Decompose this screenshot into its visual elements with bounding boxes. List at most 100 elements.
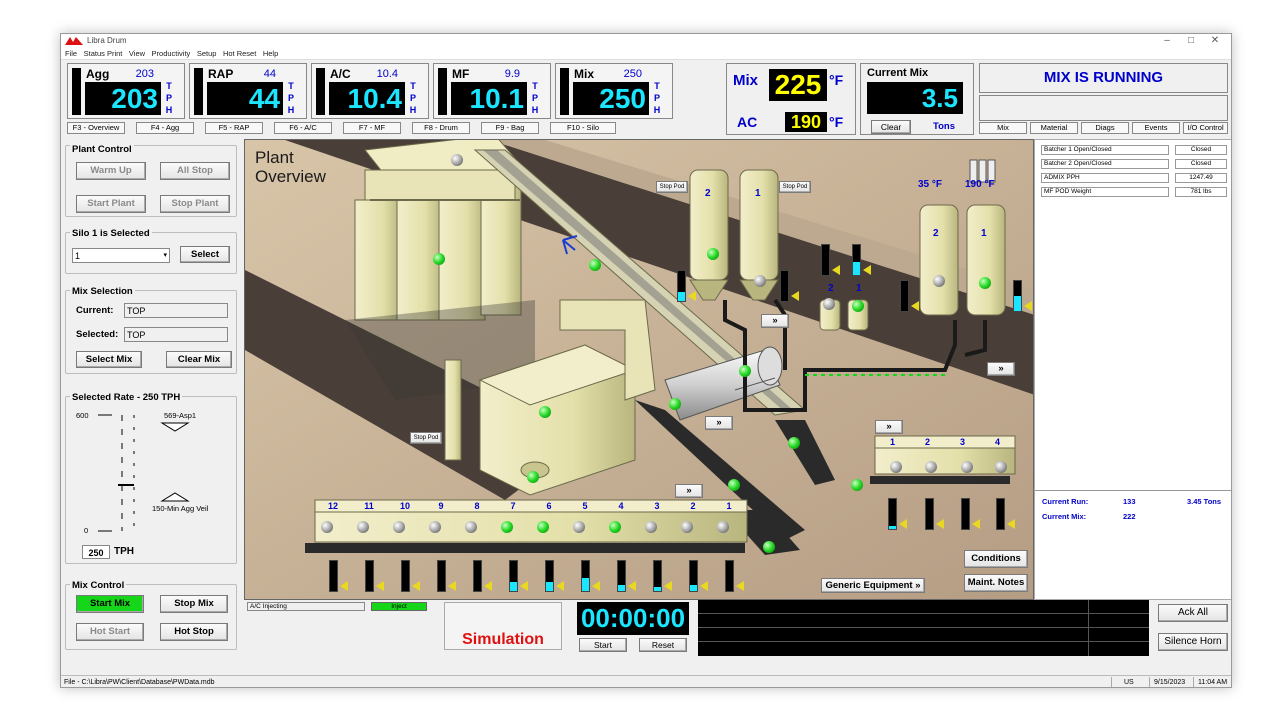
silence-horn-button[interactable]: Silence Horn bbox=[1158, 633, 1228, 651]
stop-pod-button[interactable]: Stop Pod bbox=[656, 181, 688, 193]
stop-mix-button[interactable]: Stop Mix bbox=[160, 595, 228, 613]
locale-indicator: US bbox=[1111, 677, 1149, 687]
bin-label: 9 bbox=[438, 501, 444, 511]
arrow-button[interactable]: » bbox=[987, 362, 1015, 376]
all-stop-button[interactable]: All Stop bbox=[160, 162, 230, 180]
arrow-button[interactable]: » bbox=[761, 314, 789, 328]
scene-title-line2: Overview bbox=[255, 167, 326, 186]
process-data-panel: Batcher 1 Open/Closed Closed Batcher 2 O… bbox=[1034, 139, 1231, 600]
level-meter bbox=[852, 244, 871, 276]
arrow-button[interactable]: » bbox=[875, 420, 903, 434]
bin-label: 10 bbox=[399, 501, 410, 511]
menu-hot-reset[interactable]: Hot Reset bbox=[222, 49, 257, 58]
level-meter bbox=[653, 560, 672, 592]
ack-all-button[interactable]: Ack All bbox=[1158, 604, 1228, 622]
maint-notes-button[interactable]: Maint. Notes bbox=[964, 574, 1028, 592]
fkey-ac[interactable]: F6 - A/C bbox=[274, 122, 332, 134]
warm-up-button[interactable]: Warm Up bbox=[76, 162, 146, 180]
level-meter bbox=[1013, 280, 1032, 312]
hot-stop-button[interactable]: Hot Stop bbox=[160, 623, 228, 641]
level-pointer-icon bbox=[520, 581, 528, 591]
level-fill bbox=[582, 577, 589, 591]
gauge-label: Agg bbox=[86, 67, 110, 81]
running-indicator-icon bbox=[609, 521, 621, 533]
arrow-button[interactable]: » bbox=[705, 416, 733, 430]
drum-mixer bbox=[664, 346, 783, 421]
timer-reset-button[interactable]: Reset bbox=[639, 638, 687, 652]
timer-start-button[interactable]: Start bbox=[579, 638, 627, 652]
conditions-button[interactable]: Conditions bbox=[964, 550, 1028, 568]
menu-file[interactable]: File bbox=[65, 49, 78, 58]
mix-control-group: Mix Control Start Mix Stop Mix Hot Start… bbox=[65, 580, 237, 650]
silo-select-button[interactable]: Select bbox=[180, 246, 230, 263]
gauge-bar bbox=[316, 68, 325, 115]
rate-marker-agg-veil: 150-Min Agg Veil bbox=[152, 504, 209, 513]
level-meter bbox=[437, 560, 456, 592]
gauge-value: 44 bbox=[207, 82, 283, 115]
close-icon[interactable]: ✕ bbox=[1210, 35, 1220, 46]
running-indicator-icon bbox=[728, 479, 740, 491]
level-meter bbox=[545, 560, 564, 592]
tab-material[interactable]: Material bbox=[1030, 122, 1078, 134]
menu-productivity[interactable]: Productivity bbox=[151, 49, 191, 58]
rate-slider[interactable] bbox=[92, 407, 242, 537]
fkey-silo[interactable]: F10 - Silo bbox=[550, 122, 616, 134]
stop-pod-button[interactable]: Stop Pod bbox=[410, 432, 442, 444]
maximize-icon[interactable]: □ bbox=[1187, 35, 1195, 46]
tab-diags[interactable]: Diags bbox=[1081, 122, 1129, 134]
menu-setup[interactable]: Setup bbox=[196, 49, 217, 58]
data-row-value: Closed bbox=[1175, 159, 1227, 169]
level-fill bbox=[654, 586, 661, 591]
silo-dropdown[interactable]: 1 ▾ bbox=[72, 248, 170, 263]
fkey-agg[interactable]: F4 - Agg bbox=[136, 122, 194, 134]
fkey-overview[interactable]: F3 - Overview bbox=[67, 122, 125, 134]
tab-mix[interactable]: Mix bbox=[979, 122, 1027, 134]
current-mix-label: Current: bbox=[76, 305, 114, 316]
select-mix-button[interactable]: Select Mix bbox=[76, 351, 142, 368]
tab-events[interactable]: Events bbox=[1132, 122, 1180, 134]
mix-temp-unit: °F bbox=[829, 72, 844, 88]
menu-status-print[interactable]: Status Print bbox=[83, 49, 123, 58]
data-row-label: ADMIX PPH bbox=[1041, 173, 1169, 183]
level-pointer-icon bbox=[832, 265, 840, 275]
stop-plant-button[interactable]: Stop Plant bbox=[160, 195, 230, 213]
start-mix-button[interactable]: Start Mix bbox=[76, 595, 144, 613]
clear-button[interactable]: Clear bbox=[871, 120, 911, 134]
rate-value-field[interactable]: 250 bbox=[82, 545, 110, 559]
minimize-icon[interactable]: – bbox=[1164, 35, 1170, 46]
alarm-list[interactable] bbox=[698, 600, 1149, 656]
fkey-drum[interactable]: F8 - Drum bbox=[412, 122, 470, 134]
hot-start-button[interactable]: Hot Start bbox=[76, 623, 144, 641]
idle-indicator-icon bbox=[823, 298, 835, 310]
level-fill bbox=[546, 582, 553, 591]
idle-indicator-icon bbox=[465, 521, 477, 533]
ac-tank-label: 1 bbox=[981, 228, 987, 239]
fkey-mf[interactable]: F7 - MF bbox=[343, 122, 401, 134]
level-pointer-icon bbox=[791, 291, 799, 301]
baghouse bbox=[444, 299, 656, 496]
current-run-tons: 3.45 Tons bbox=[1187, 497, 1222, 506]
clear-mix-button[interactable]: Clear Mix bbox=[166, 351, 232, 368]
fkey-rap[interactable]: F5 - RAP bbox=[205, 122, 263, 134]
current-run-label: Current Run: bbox=[1042, 497, 1089, 506]
tab-io-control[interactable]: I/O Control bbox=[1183, 122, 1228, 134]
stop-pod-button[interactable]: Stop Pod bbox=[779, 181, 811, 193]
generic-equipment-button[interactable]: Generic Equipment » bbox=[821, 578, 925, 593]
fkey-bag[interactable]: F9 - Bag bbox=[481, 122, 539, 134]
rate-max-label: 600 bbox=[76, 411, 89, 420]
menu-help[interactable]: Help bbox=[262, 49, 279, 58]
start-plant-button[interactable]: Start Plant bbox=[76, 195, 146, 213]
plant-control-title: Plant Control bbox=[70, 144, 134, 155]
bin-label: 5 bbox=[582, 501, 588, 511]
arrow-button[interactable]: » bbox=[675, 484, 703, 498]
menu-view[interactable]: View bbox=[128, 49, 146, 58]
plant-overview-scene: Plant Overview Stop Pod Stop Pod Stop Po… bbox=[244, 139, 1034, 600]
